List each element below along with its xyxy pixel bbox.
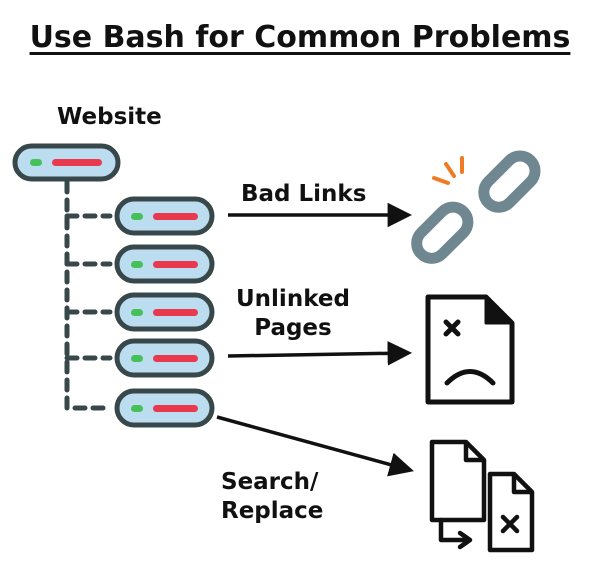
unlinked-label-line2: Pages [254, 315, 332, 341]
search-replace-label: Search/ Replace [221, 468, 323, 526]
arrow-search-replace [216, 415, 414, 477]
sad-document-icon [425, 294, 515, 405]
tree-connectors [64, 179, 113, 411]
arrow-unlinked-pages [227, 341, 413, 366]
replace-documents-icon [429, 439, 535, 553]
broken-chain-icon [411, 150, 541, 264]
child-page-2 [114, 244, 215, 284]
title-text: Use Bash for Common Problems [29, 20, 571, 55]
unlinked-label-line1: Unlinked [236, 286, 350, 312]
bad-links-label: Bad Links [241, 181, 367, 207]
child-page-4 [114, 338, 215, 378]
search-label-line1: Search/ [221, 469, 319, 495]
red-indicator [52, 159, 102, 166]
green-indicator [30, 159, 42, 166]
diagram-title: Use Bash for Common Problems [0, 20, 600, 55]
unlinked-pages-label: Unlinked Pages [236, 285, 350, 343]
child-pages [114, 196, 215, 428]
website-label: Website [57, 104, 162, 130]
child-page-5 [114, 388, 215, 428]
website-root-page [12, 143, 121, 182]
child-page-1 [114, 196, 215, 236]
search-label-line2: Replace [221, 498, 324, 524]
child-page-3 [114, 292, 215, 332]
arrows [216, 202, 414, 477]
